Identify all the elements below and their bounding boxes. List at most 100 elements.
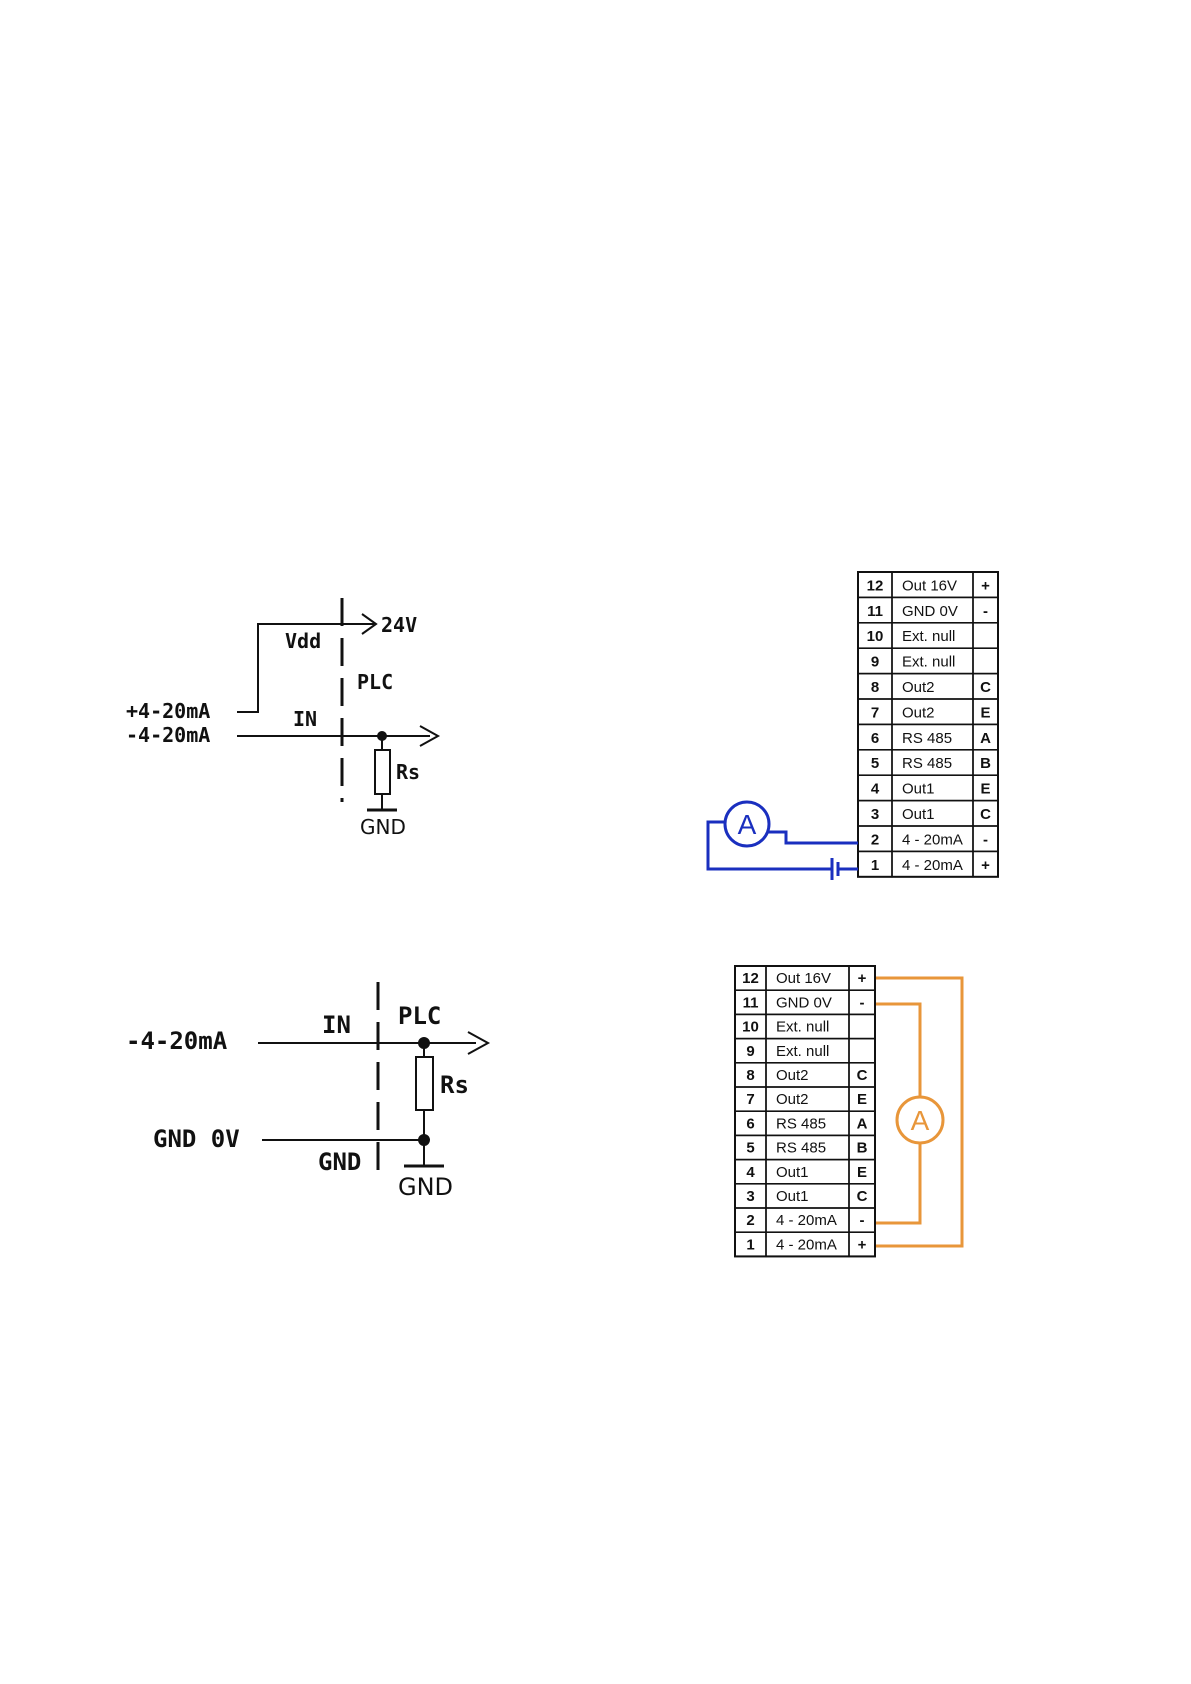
label-gnd-0v: GND 0V [153, 1125, 240, 1153]
terminal-polarity: E [980, 704, 990, 721]
terminal-polarity: C [980, 679, 991, 696]
terminal-number: 8 [746, 1067, 754, 1084]
terminal-name: Out 16V [776, 970, 831, 987]
terminal-number: 1 [746, 1236, 754, 1253]
terminal-polarity: A [980, 730, 991, 747]
blue-row-7: 7 Out2 E [857, 698, 999, 726]
ammeter-blue-label: A [738, 809, 757, 840]
orange-wire-inner-b [876, 1142, 922, 1225]
terminal-number: 5 [871, 755, 879, 772]
arrow-in-2 [467, 1031, 491, 1055]
terminal-number: 8 [871, 679, 879, 696]
terminal-number: 2 [871, 831, 879, 848]
circuit-bottom [258, 982, 491, 1180]
terminal-number: 4 [871, 781, 880, 798]
terminal-name: Out2 [902, 704, 935, 721]
terminal-polarity: C [980, 806, 991, 823]
terminal-number: 11 [743, 994, 759, 1011]
terminal-number: 5 [746, 1140, 754, 1157]
blue-row-10: 10 Ext. null [857, 622, 999, 649]
terminal-polarity: + [858, 970, 867, 987]
terminal-polarity: - [860, 994, 865, 1011]
terminal-polarity: C [857, 1188, 868, 1205]
terminal-number: 6 [871, 730, 879, 747]
terminal-name: 4 - 20mA [902, 857, 963, 874]
arrow-in [419, 725, 441, 747]
blue-wire-plus [706, 820, 832, 871]
cell-pol [848, 1013, 876, 1040]
terminal-name: GND 0V [902, 603, 958, 620]
terminal-name: Out2 [776, 1091, 809, 1108]
label-minus-4-20ma-2: -4-20mA [126, 1027, 228, 1055]
terminal-name: Out1 [776, 1164, 809, 1181]
terminal-name: Out1 [902, 781, 935, 798]
terminal-name: Out1 [776, 1188, 809, 1205]
orange-row-3: 3 Out1 C [734, 1183, 876, 1209]
terminal-number: 7 [746, 1091, 754, 1108]
terminal-polarity: E [857, 1091, 867, 1108]
terminal-number: 9 [746, 1043, 754, 1060]
terminal-name: Ext. null [776, 1043, 829, 1060]
terminal-number: 3 [746, 1188, 754, 1205]
orange-row-11: 11 GND 0V - [734, 989, 876, 1016]
terminal-polarity: + [858, 1236, 867, 1253]
label-rs: Rs [396, 760, 420, 784]
terminal-name: 4 - 20mA [776, 1212, 837, 1229]
terminal-name: Out1 [902, 806, 935, 823]
terminal-number: 11 [867, 603, 883, 620]
terminal-orange-wiring [876, 976, 964, 1248]
terminal-name: Out2 [902, 679, 935, 696]
resistor-rs [374, 749, 391, 795]
terminal-blue-wiring [706, 800, 858, 880]
label-gnd-2: GND [398, 1173, 453, 1201]
terminal-polarity: A [857, 1115, 868, 1132]
label-rs-2: Rs [440, 1071, 469, 1099]
orange-wire-inner [876, 1002, 922, 1097]
terminal-name: Ext. null [902, 628, 955, 645]
label-in: IN [293, 707, 317, 731]
terminal-name: Out 16V [902, 577, 957, 594]
terminal-number: 2 [746, 1212, 754, 1229]
orange-row-9: 9 Ext. null [734, 1037, 876, 1064]
label-plc-2: PLC [398, 1002, 441, 1030]
terminal-polarity: C [857, 1067, 868, 1084]
wire-plus-vdd [237, 623, 350, 713]
arrow-24v [361, 613, 378, 635]
circuit-top-labels: Vdd 24V PLC +4-20mA -4-20mA IN Rs GND [126, 613, 420, 839]
cell-pol [972, 622, 999, 649]
blue-outline [857, 571, 999, 878]
terminal-name: 4 - 20mA [902, 831, 963, 848]
ammeter-blue [723, 800, 771, 848]
terminal-name: Ext. null [776, 1019, 829, 1036]
label-minus-4-20ma: -4-20mA [126, 723, 210, 747]
terminal-polarity: B [980, 755, 991, 772]
terminal-name: GND 0V [776, 994, 832, 1011]
cell-pol [972, 647, 999, 675]
blue-row-9: 9 Ext. null [857, 647, 999, 675]
blue-wire-minus [766, 830, 858, 845]
circuit-bottom-labels: -4-20mA IN PLC Rs GND 0V GND GND [126, 1002, 469, 1201]
terminal-number: 4 [746, 1164, 755, 1181]
terminal-name: Ext. null [902, 654, 955, 671]
terminal-number: 7 [871, 704, 879, 721]
terminal-number: 9 [871, 654, 879, 671]
terminal-number: 3 [871, 806, 879, 823]
label-gnd: GND [360, 815, 406, 839]
label-vdd: Vdd [285, 629, 321, 653]
terminal-name: RS 485 [902, 730, 952, 747]
terminal-number: 10 [867, 628, 884, 645]
